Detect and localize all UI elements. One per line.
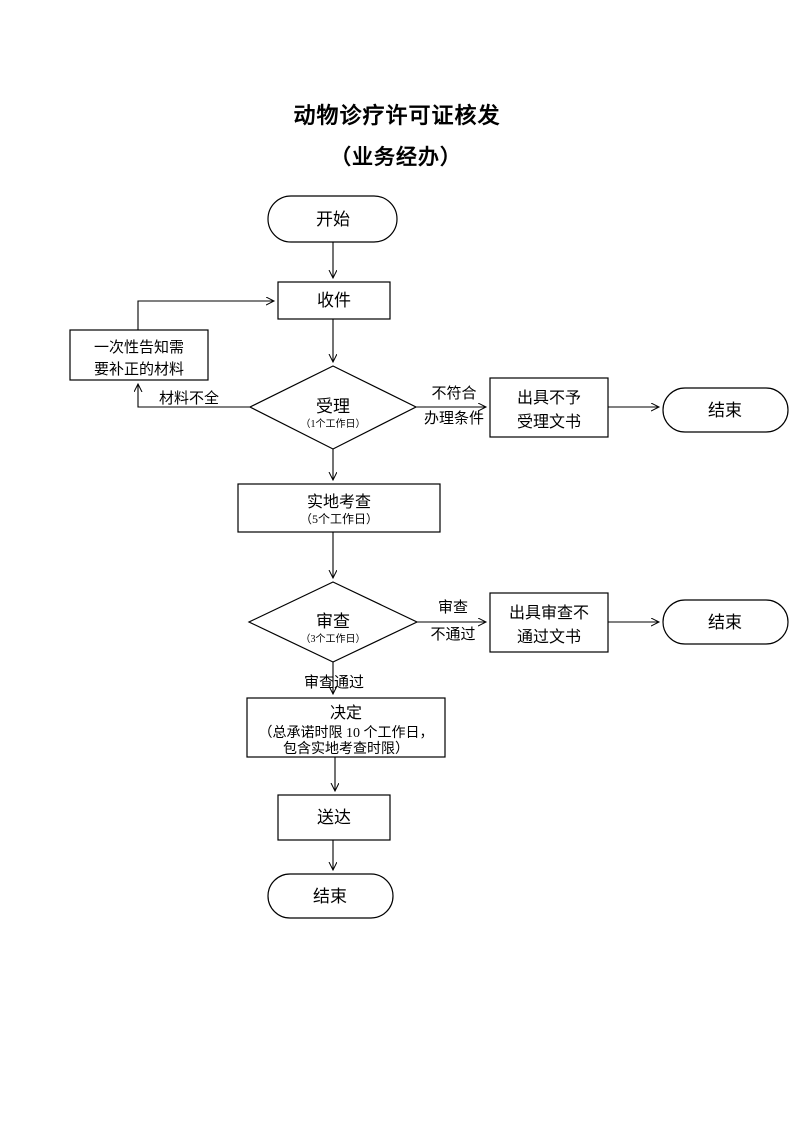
reject-doc-node	[489, 377, 609, 438]
receive-node	[277, 281, 391, 320]
deliver-node	[277, 794, 391, 841]
decision-sub1: （总承诺时限 10 个工作日，	[259, 725, 434, 741]
reject-doc-line2: 受理文书	[517, 413, 581, 431]
edge-label-not-qualified-line1: 不符合	[431, 385, 476, 402]
end-node-3-label: 结束	[313, 887, 347, 906]
accept-decision-duration: （1个工作日）	[301, 418, 366, 430]
end-node-3	[267, 873, 394, 919]
decision-label: 决定	[330, 704, 362, 722]
edge-label-materials-incomplete: 材料不全	[159, 389, 219, 407]
accept-decision-label: 受理	[316, 397, 350, 416]
review-decision-duration: （3个工作日）	[301, 633, 366, 645]
edge-label-not-qualified-line2: 办理条件	[424, 410, 484, 427]
review-fail-doc-line2: 通过文书	[517, 628, 581, 646]
site-visit-duration: （5个工作日）	[300, 512, 378, 526]
end-node-2	[662, 599, 789, 645]
edge-label-review-pass: 审查通过	[304, 674, 364, 691]
arrow-notify-to-receive	[137, 301, 274, 330]
review-fail-doc-line1: 出具审查不	[509, 604, 589, 622]
page-subtitle: （业务经办）	[330, 145, 462, 169]
review-decision-label: 审查	[316, 612, 350, 631]
edge-label-review-fail-line1: 审查	[438, 599, 468, 616]
arrow-accept-to-notify	[138, 384, 250, 408]
review-fail-doc-node	[489, 592, 609, 653]
end-node-1	[662, 387, 789, 433]
decision-sub2: 包含实地考查时限）	[283, 741, 409, 757]
receive-node-label: 收件	[317, 291, 351, 310]
edge-label-review-fail-line2: 不通过	[430, 626, 475, 643]
notify-correction-node	[69, 329, 209, 381]
end-node-2-label: 结束	[708, 613, 742, 632]
site-visit-label: 实地考查	[307, 493, 371, 511]
notify-correction-line1: 一次性告知需	[94, 339, 184, 356]
end-node-1-label: 结束	[708, 401, 742, 420]
page-title: 动物诊疗许可证核发	[293, 103, 500, 128]
deliver-node-label: 送达	[317, 808, 351, 827]
site-visit-node	[237, 483, 441, 533]
reject-doc-line1: 出具不予	[517, 389, 581, 407]
start-node-label: 开始	[316, 210, 350, 229]
decision-node	[246, 697, 446, 758]
notify-correction-line2: 要补正的材料	[94, 361, 184, 378]
